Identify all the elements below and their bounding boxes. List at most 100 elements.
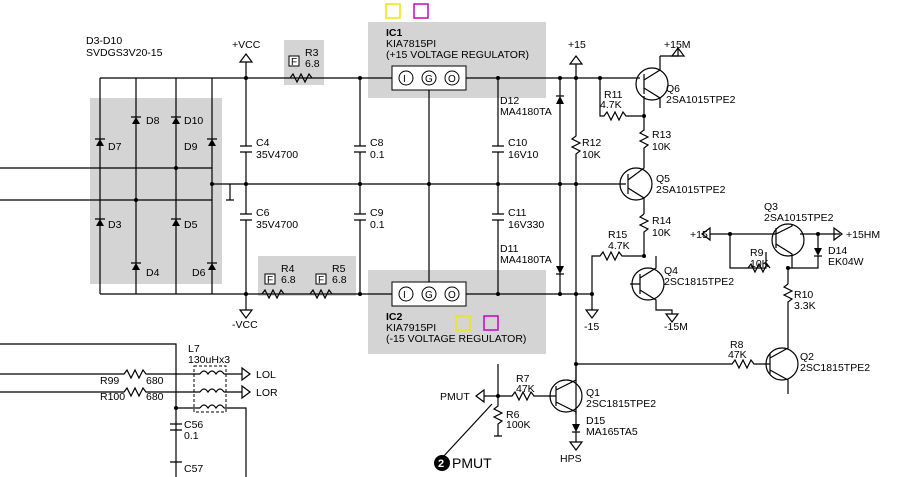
q5-ref: Q5 bbox=[656, 173, 670, 185]
r10-value: 3.3K bbox=[794, 300, 816, 312]
r8-ref: R8 bbox=[730, 339, 744, 351]
d12-value: MA4180TA bbox=[500, 106, 552, 118]
c11-ref: C11 bbox=[508, 207, 527, 219]
bridge-shade bbox=[90, 98, 222, 284]
c56-value: 0.1 bbox=[184, 430, 199, 442]
callout-number: 2 bbox=[438, 458, 444, 470]
q4-ref: Q4 bbox=[664, 265, 678, 277]
d15-ref: D15 bbox=[586, 415, 605, 427]
q6-symbol bbox=[635, 67, 669, 101]
c57-ref: C57 bbox=[184, 463, 203, 475]
bridge-type-label: SVDGS3V20-15 bbox=[86, 47, 163, 59]
ic1-desc: (+15 VOLTAGE REGULATOR) bbox=[386, 49, 529, 61]
q2-part: 2SC1815TPE2 bbox=[800, 362, 870, 374]
rail-plus-15hm: +15HM bbox=[846, 229, 880, 241]
r14-value: 10K bbox=[652, 227, 671, 239]
c10-value: 16V10 bbox=[508, 149, 539, 161]
r12-ref: R12 bbox=[582, 137, 601, 149]
q1-ref: Q1 bbox=[586, 387, 600, 399]
r13-value: 10K bbox=[652, 141, 671, 153]
lor-label: LOR bbox=[256, 387, 278, 399]
c56-ref: C56 bbox=[184, 419, 203, 431]
hps-label: HPS bbox=[560, 453, 582, 465]
q2-symbol bbox=[765, 347, 799, 381]
r6-value: 100K bbox=[506, 419, 531, 431]
diode-d7: D7 bbox=[108, 141, 122, 153]
r7-ref: R7 bbox=[516, 373, 530, 385]
diode-d3: D3 bbox=[108, 219, 122, 231]
r9-ref: R9 bbox=[750, 247, 764, 259]
r3-ref: R3 bbox=[305, 47, 319, 59]
d14-ref: D14 bbox=[828, 245, 847, 257]
r4-fuse-mark: F bbox=[267, 275, 273, 286]
rail-plus-vcc: +VCC bbox=[232, 39, 261, 51]
diode-d5: D5 bbox=[184, 219, 198, 231]
c8-ref: C8 bbox=[370, 137, 384, 149]
r99-value: 680 bbox=[146, 375, 164, 387]
l7-value: 130uHx3 bbox=[188, 354, 230, 366]
r6-ref: R6 bbox=[506, 409, 520, 421]
diode-d10: D10 bbox=[184, 115, 203, 127]
ic2-pin-g: G bbox=[425, 290, 433, 301]
rail-minus-15m: -15M bbox=[664, 321, 688, 333]
q3-ref: Q3 bbox=[764, 201, 778, 213]
ic1-ref: IC1 bbox=[386, 27, 403, 39]
c6-ref: C6 bbox=[256, 207, 270, 219]
diode-d8: D8 bbox=[146, 115, 160, 127]
ic2-desc: (-15 VOLTAGE REGULATOR) bbox=[386, 333, 526, 345]
r100-ref: R100 bbox=[100, 391, 125, 403]
c4-value: 35V4700 bbox=[256, 149, 298, 161]
lol-label: LOL bbox=[256, 369, 276, 381]
ic2-ref: IC2 bbox=[386, 311, 403, 323]
rail-plus-15: +15 bbox=[568, 39, 586, 51]
q5-part: 2SA1015TPE2 bbox=[656, 184, 726, 196]
r3-zigzag bbox=[289, 72, 313, 84]
q2-ref: Q2 bbox=[800, 351, 814, 363]
r9-value: 10K bbox=[750, 258, 769, 270]
d14-value: EK04W bbox=[828, 256, 864, 268]
ic1-pin-o: O bbox=[448, 74, 456, 85]
d11-value: MA4180TA bbox=[500, 254, 552, 266]
c9-ref: C9 bbox=[370, 207, 384, 219]
q3-part: 2SA1015TPE2 bbox=[764, 212, 834, 224]
ic2-part: KIA7915PI bbox=[386, 322, 436, 334]
bridge-rectifier: D7 D8 D9 D10 D3 D4 D5 D6 bbox=[0, 78, 217, 294]
c11-value: 16V330 bbox=[508, 219, 544, 231]
magenta-marker-square-2 bbox=[483, 315, 499, 331]
c10-ref: C10 bbox=[508, 137, 527, 149]
c9-value: 0.1 bbox=[370, 219, 385, 231]
r4-ref: R4 bbox=[281, 263, 295, 275]
r3-fuse-box bbox=[288, 55, 300, 67]
q6-part: 2SA1015TPE2 bbox=[666, 94, 736, 106]
r12-value: 10K bbox=[582, 149, 601, 161]
ic1-pin-g: G bbox=[425, 74, 433, 85]
yellow-marker-square-2 bbox=[455, 315, 471, 331]
r10-ref: R10 bbox=[794, 289, 813, 301]
r99-ref: R99 bbox=[100, 375, 119, 387]
ic2-pin-i: I bbox=[403, 290, 406, 301]
r3-value: 6.8 bbox=[305, 58, 320, 70]
r5-ref: R5 bbox=[332, 263, 346, 275]
c4-ref: C4 bbox=[256, 137, 270, 149]
r11-value: 4.7K bbox=[600, 99, 622, 111]
q6-ref: Q6 bbox=[666, 83, 680, 95]
q1-part: 2SC1815TPE2 bbox=[586, 398, 656, 410]
q4-part: 2SC1815TPE2 bbox=[664, 276, 734, 288]
c8-value: 0.1 bbox=[370, 149, 385, 161]
magenta-marker-square bbox=[413, 3, 429, 19]
junction-dots bbox=[134, 76, 820, 410]
r14-ref: R14 bbox=[652, 215, 671, 227]
r5-value: 6.8 bbox=[332, 274, 347, 286]
diode-d9: D9 bbox=[184, 141, 198, 153]
r15-ref: R15 bbox=[608, 229, 627, 241]
rail-minus-15: -15 bbox=[584, 321, 599, 333]
ic1-pin-i: I bbox=[403, 74, 406, 85]
d12-ref: D12 bbox=[500, 95, 519, 107]
r15-value: 4.7K bbox=[608, 240, 630, 252]
l7-ref: L7 bbox=[188, 343, 200, 355]
r7-value: 47K bbox=[516, 383, 535, 395]
pmut-label: PMUT bbox=[440, 391, 470, 403]
r4-value: 6.8 bbox=[281, 274, 296, 286]
q3-symbol bbox=[771, 223, 805, 257]
